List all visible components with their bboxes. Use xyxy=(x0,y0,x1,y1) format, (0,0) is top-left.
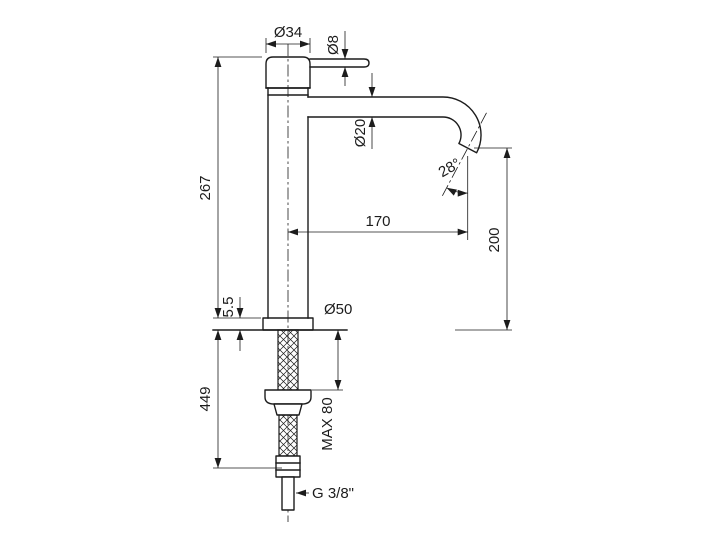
handle-diameter-label: Ø34 xyxy=(274,24,302,41)
supply-pipe xyxy=(281,476,295,511)
coupling-nut xyxy=(275,455,301,478)
max-counter-thickness-label: MAX 80 xyxy=(319,397,336,450)
lever-diameter-label: Ø8 xyxy=(325,35,342,55)
mounting-nut xyxy=(273,403,303,416)
dim-spout-reach: 170 xyxy=(288,156,469,240)
outlet-height-label: 200 xyxy=(486,227,503,252)
dim-total-height: 449 xyxy=(197,330,282,469)
inlet-thread-label: G 3/8" xyxy=(312,485,354,502)
label-inlet-thread: G 3/8" xyxy=(296,485,354,502)
dim-base-plate-thickness: 5.5 xyxy=(220,297,244,351)
base-plate-thickness-label: 5.5 xyxy=(220,297,237,318)
base-diameter-label: Ø50 xyxy=(324,301,352,318)
handle-lever xyxy=(309,58,370,68)
spout-reach-label: 170 xyxy=(365,213,390,230)
dim-handle-diameter: Ø34 xyxy=(265,24,311,53)
dim-outlet-height: 200 xyxy=(455,147,512,331)
faucet-outline xyxy=(212,56,482,331)
dim-lever-diameter: Ø8 xyxy=(325,31,349,86)
below-deck-assembly xyxy=(264,329,312,511)
spout-angle-label: 28° xyxy=(436,155,464,181)
outlet-centerline xyxy=(441,112,487,197)
body-height-label: 267 xyxy=(197,175,214,200)
handle-cap xyxy=(265,56,311,89)
total-height-label: 449 xyxy=(197,386,214,411)
mounting-washer xyxy=(264,389,312,405)
spout-diameter-label: Ø20 xyxy=(352,119,369,147)
threaded-shank-lower xyxy=(278,414,298,457)
dim-body-height: 267 xyxy=(197,56,262,319)
threaded-shank-upper xyxy=(277,329,299,391)
spout xyxy=(307,96,482,154)
dim-spout-diameter: Ø20 xyxy=(352,73,376,149)
dim-spout-angle: 28° xyxy=(436,155,468,197)
dim-max-counter-thickness: MAX 80 xyxy=(312,330,343,451)
